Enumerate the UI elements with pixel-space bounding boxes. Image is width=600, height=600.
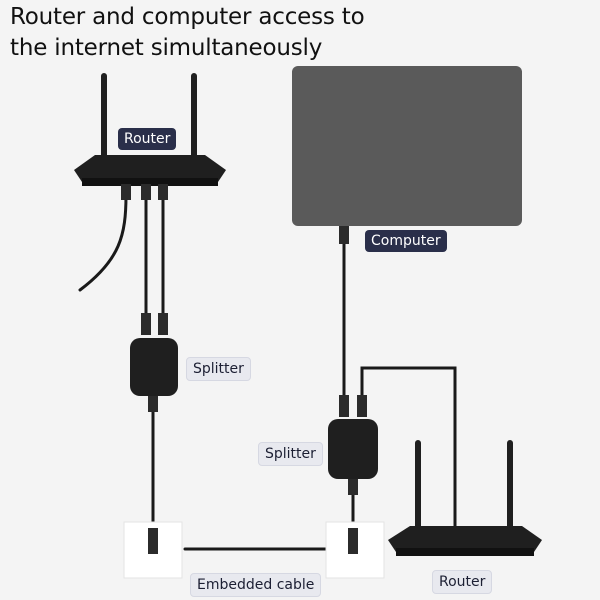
label-splitter-left: Splitter	[186, 357, 251, 381]
connector-icon	[141, 313, 151, 335]
connector-icon	[148, 528, 158, 554]
connector-icon	[141, 184, 151, 200]
antenna-icon	[507, 440, 513, 532]
connector-icon	[148, 396, 158, 412]
connector-icon	[158, 313, 168, 335]
wall-plate-left	[123, 521, 183, 579]
splitter-body	[328, 419, 378, 479]
antenna-icon	[101, 73, 107, 163]
power-cable	[78, 193, 128, 292]
connector-icon	[357, 395, 367, 417]
headline: Router and computer access to the intern…	[10, 2, 365, 64]
splitter-body	[130, 338, 178, 396]
headline-line-1: Router and computer access to	[10, 4, 365, 30]
connector-icon	[348, 479, 358, 495]
label-router-bottom: Router	[432, 570, 493, 594]
antenna-icon	[415, 440, 421, 532]
computer	[292, 66, 522, 244]
cables	[78, 193, 457, 551]
label-computer: Computer	[365, 230, 447, 252]
router-body	[74, 155, 226, 182]
connector-icon	[121, 184, 131, 200]
headline-line-2: the internet simultaneously	[10, 35, 323, 61]
wall-plate-right	[325, 521, 385, 579]
splitter-right	[328, 395, 378, 495]
label-router-top: Router	[118, 128, 177, 150]
connector-icon	[348, 528, 358, 554]
label-embedded-cable: Embedded cable	[190, 573, 322, 597]
antenna-icon	[191, 73, 197, 163]
connector-icon	[158, 184, 168, 200]
connector-icon	[339, 395, 349, 417]
label-splitter-right: Splitter	[258, 442, 323, 466]
cable-splitter-router	[360, 366, 457, 537]
router-body	[388, 526, 542, 552]
splitter-left	[130, 313, 178, 412]
connector-icon	[339, 226, 349, 244]
computer-body	[292, 66, 522, 226]
router-bottom	[388, 440, 542, 556]
router-top	[74, 73, 226, 200]
